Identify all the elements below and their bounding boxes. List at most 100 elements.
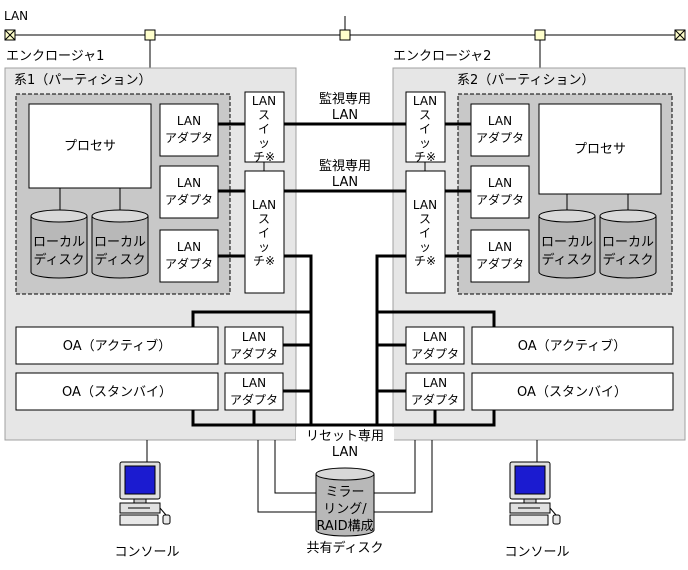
reset-lan-line2: LAN	[332, 445, 358, 460]
console-1-label: コンソール	[114, 545, 179, 560]
partition-1: プロセサ ローカル ディスク ローカル ディスク LAN アダプタ	[15, 93, 231, 295]
svg-text:チ※: チ※	[414, 254, 436, 268]
lan-terminator-left	[4, 29, 16, 41]
monitor-lan-1-line1: 監視専用	[319, 91, 371, 107]
svg-text:アダプタ: アダプタ	[476, 130, 524, 145]
lan-adapter-2c: LAN アダプタ	[470, 229, 530, 283]
enclosure-1-name: エンクロージャ1	[6, 49, 104, 64]
shared-disk: ミラー リング/ RAID構成 共有ディスク	[306, 467, 384, 556]
enclosure-1: エンクロージャ1 系1（パーティション） プロセサ ローカル ディスク ローカル…	[4, 49, 297, 441]
svg-text:OA（スタンバイ）: OA（スタンバイ）	[62, 385, 172, 400]
svg-text:ス: ス	[419, 108, 431, 122]
reset-lan-links: リセット専用 LAN	[191, 254, 496, 461]
svg-text:ミラー: ミラー	[325, 485, 364, 500]
svg-text:ローカル: ローカル	[602, 235, 654, 250]
partition-2: プロセサ ローカル ディスク ローカル ディスク LAN アダプタ	[457, 93, 673, 295]
svg-text:ローカル: ローカル	[541, 235, 593, 250]
svg-text:ディスク: ディスク	[94, 252, 145, 268]
svg-text:リング/: リング/	[323, 502, 367, 517]
svg-text:アダプタ: アダプタ	[165, 130, 213, 145]
svg-text:ッ: ッ	[419, 136, 431, 150]
svg-text:イ: イ	[419, 226, 431, 240]
lan-adapter-1b: LAN アダプタ	[159, 165, 219, 219]
local-disk-2b: ローカル ディスク	[599, 209, 657, 279]
lan-adapter-2a: LAN アダプタ	[470, 103, 530, 157]
monitor-lan-links: 監視専用 LAN 監視専用 LAN	[218, 91, 471, 258]
oa-standby-1: OA（スタンバイ）	[15, 372, 219, 411]
shared-disk-cables	[257, 440, 433, 513]
svg-text:OA（アクティブ）: OA（アクティブ）	[518, 338, 626, 354]
svg-text:ディスク: ディスク	[33, 252, 84, 268]
svg-text:チ※: チ※	[253, 254, 275, 268]
system-2-label: 系2（パーティション）	[457, 73, 595, 88]
enclosure-2-name: エンクロージャ2	[393, 49, 491, 64]
oa-active-1-adapter: LAN アダプタ	[224, 326, 284, 365]
svg-text:LAN: LAN	[423, 376, 447, 390]
svg-text:イ: イ	[258, 122, 270, 136]
oa-standby-2-adapter: LAN アダプタ	[405, 372, 465, 411]
svg-text:LAN: LAN	[177, 114, 201, 128]
svg-text:ッ: ッ	[258, 240, 270, 254]
svg-text:LAN: LAN	[488, 114, 512, 128]
svg-text:チ※: チ※	[253, 150, 275, 164]
svg-text:OA（スタンバイ）: OA（スタンバイ）	[517, 385, 627, 400]
svg-text:アダプタ: アダプタ	[165, 256, 213, 271]
system-1-label: 系1（パーティション）	[14, 73, 152, 88]
svg-text:ス: ス	[258, 212, 270, 226]
local-disk-1b: ローカル ディスク	[91, 209, 149, 279]
console-2-label: コンソール	[504, 545, 569, 560]
svg-text:ローカル: ローカル	[33, 235, 85, 250]
processor-1-box	[28, 103, 152, 189]
monitor-lan-2-line2: LAN	[332, 175, 358, 190]
svg-text:チ※: チ※	[414, 150, 436, 164]
svg-text:ス: ス	[419, 212, 431, 226]
svg-text:RAID構成: RAID構成	[316, 519, 373, 534]
svg-text:アダプタ: アダプタ	[230, 392, 278, 407]
reset-lan-line1: リセット専用	[306, 429, 384, 444]
svg-text:アダプタ: アダプタ	[411, 392, 459, 407]
oa-standby-1-adapter: LAN アダプタ	[224, 372, 284, 411]
svg-text:アダプタ: アダプタ	[476, 256, 524, 271]
console-1-icon	[119, 461, 171, 526]
enclosure-2: エンクロージャ2 系2（パーティション） プロセサ ローカル ディスク ローカル…	[392, 49, 686, 441]
svg-text:アダプタ: アダプタ	[165, 192, 213, 207]
lan-tap-enclosure2	[534, 29, 546, 41]
svg-text:LAN: LAN	[413, 94, 437, 108]
svg-text:LAN: LAN	[252, 198, 276, 212]
svg-text:ッ: ッ	[419, 240, 431, 254]
svg-text:LAN: LAN	[242, 376, 266, 390]
oa-active-1: OA（アクティブ）	[15, 326, 219, 365]
lan-tap-enclosure1	[144, 29, 156, 41]
svg-text:LAN: LAN	[423, 330, 447, 344]
lan-switch-2b: LAN ス イ ッ チ※	[405, 170, 446, 294]
lan-switch-1a: LAN ス イ ッ チ※	[244, 91, 285, 164]
svg-text:ディスク: ディスク	[602, 252, 653, 268]
processor-2-label: プロセサ	[574, 142, 626, 157]
lan-tap-center	[339, 29, 351, 41]
monitor-lan-1-line2: LAN	[332, 108, 358, 123]
lan-bus: LAN	[4, 9, 686, 68]
console-2-icon	[509, 461, 561, 526]
svg-text:LAN: LAN	[488, 240, 512, 254]
monitor-lan-2-line1: 監視専用	[319, 158, 371, 174]
shared-disk-caption: 共有ディスク	[306, 540, 383, 556]
lan-switch-2a: LAN ス イ ッ チ※	[405, 91, 446, 164]
local-disk-2a: ローカル ディスク	[538, 209, 596, 279]
svg-text:ス: ス	[258, 108, 270, 122]
processor-1-label: プロセサ	[64, 139, 116, 154]
oa-standby-2: OA（スタンバイ）	[471, 372, 674, 411]
svg-text:LAN: LAN	[242, 330, 266, 344]
svg-text:LAN: LAN	[177, 176, 201, 190]
svg-text:ッ: ッ	[258, 136, 270, 150]
lan-terminator-right	[674, 29, 686, 41]
lan-adapter-1a: LAN アダプタ	[159, 103, 219, 157]
svg-text:アダプタ: アダプタ	[476, 192, 524, 207]
svg-text:LAN: LAN	[252, 94, 276, 108]
lan-label: LAN	[4, 9, 28, 23]
lan-adapter-1c: LAN アダプタ	[159, 229, 219, 283]
processor-2-box	[538, 103, 662, 195]
lan-adapter-2b: LAN アダプタ	[470, 165, 530, 219]
svg-text:イ: イ	[419, 122, 431, 136]
